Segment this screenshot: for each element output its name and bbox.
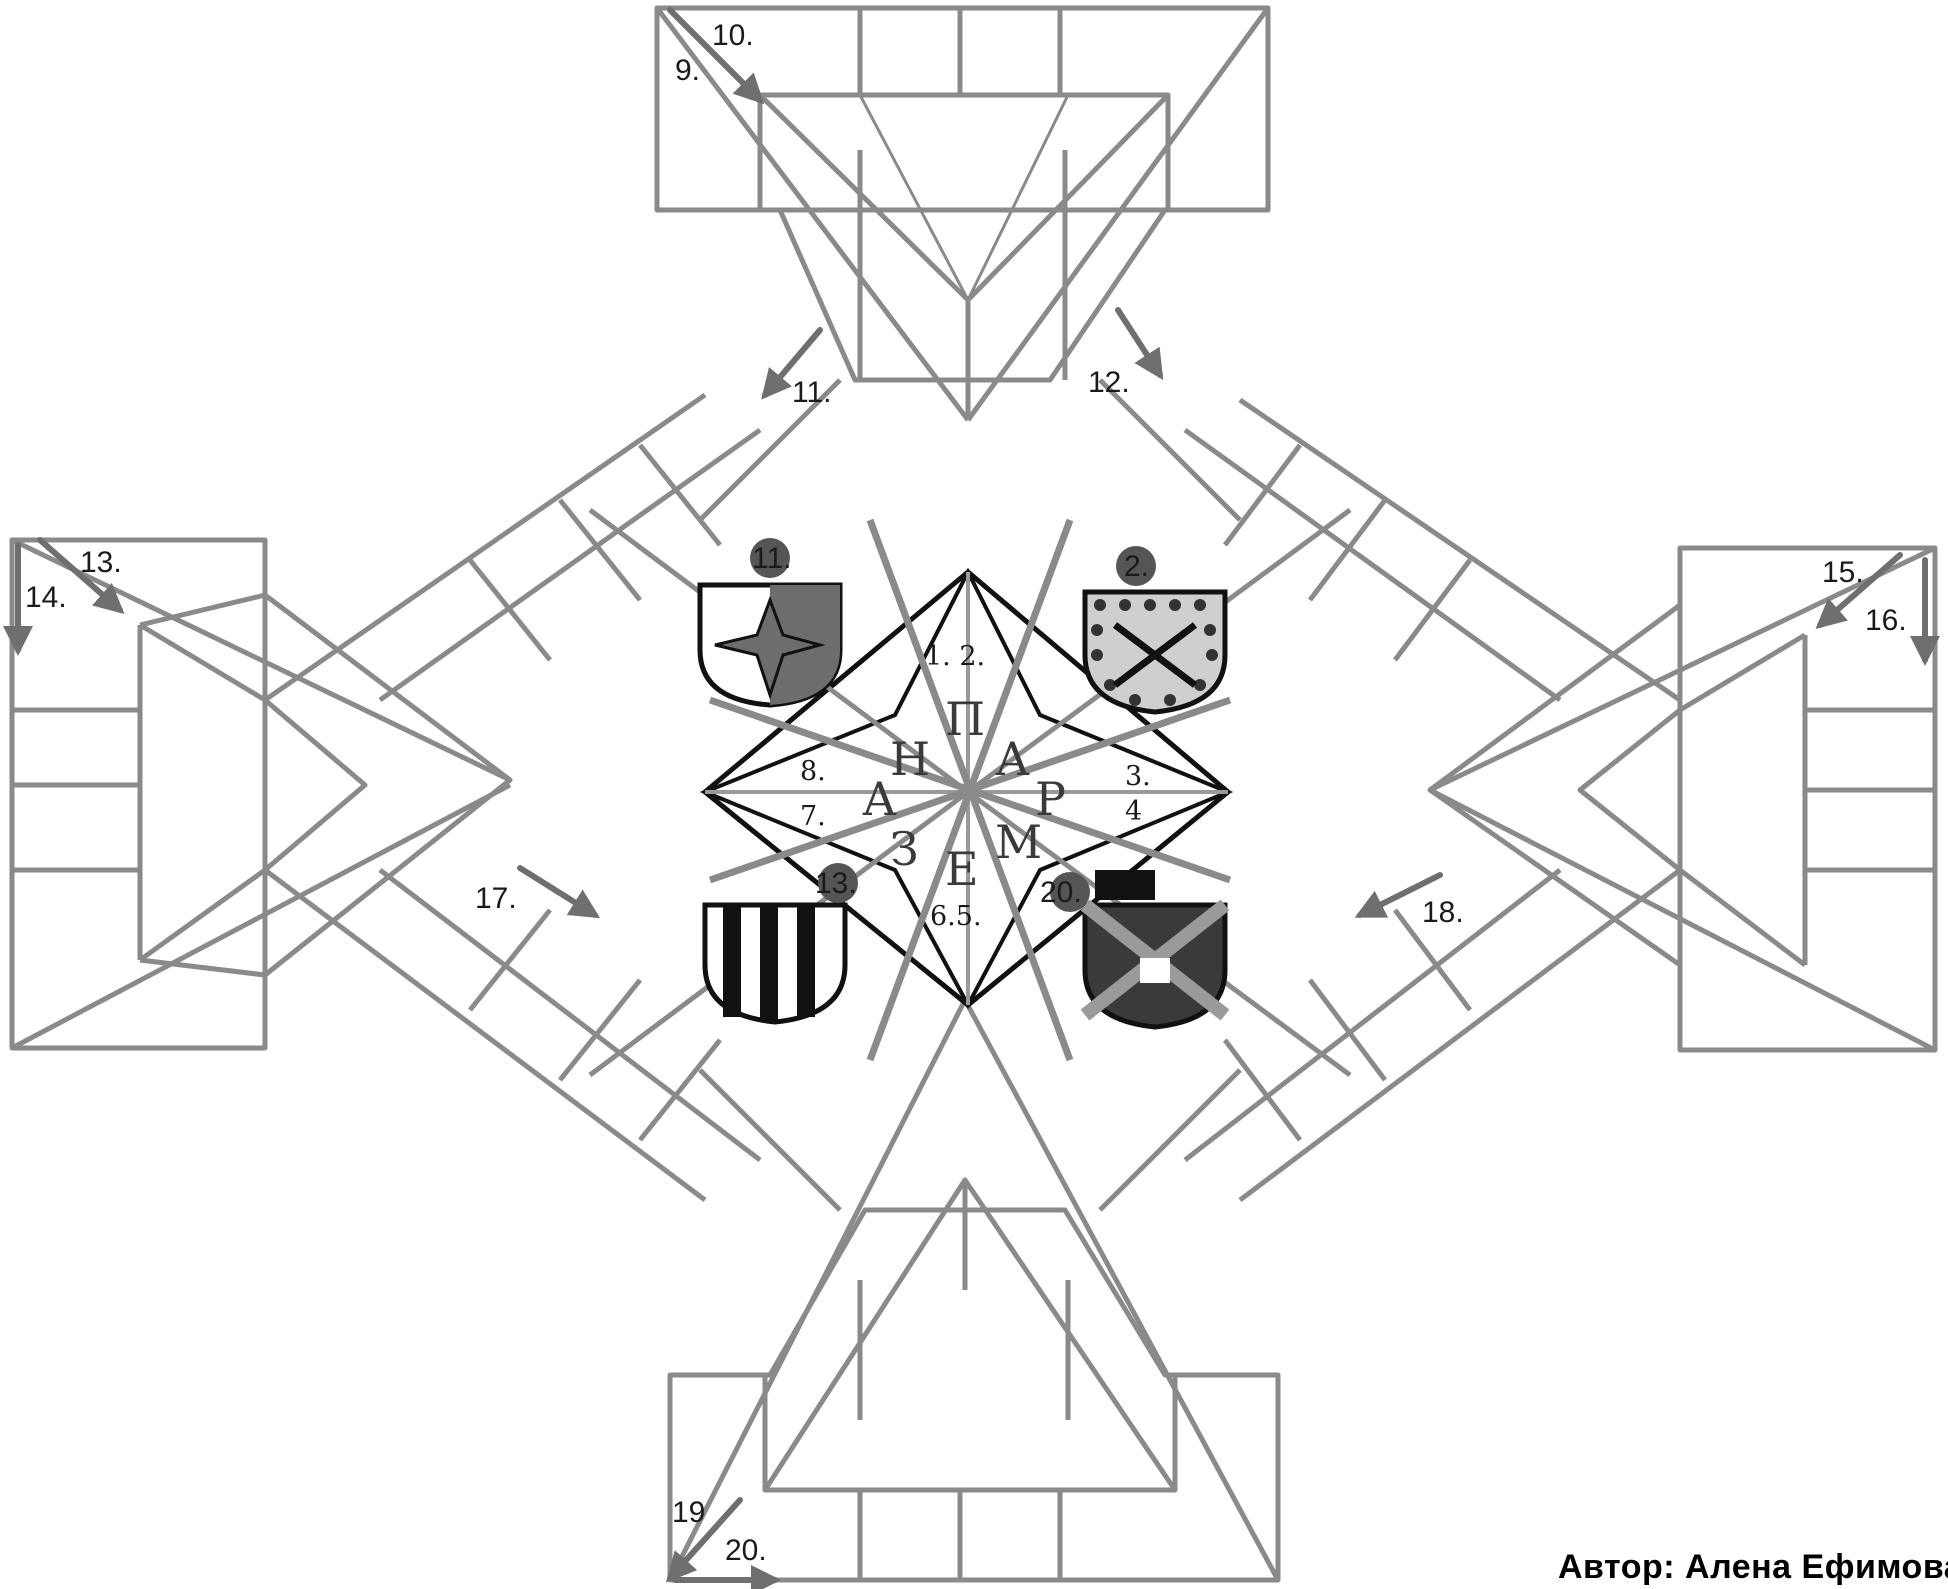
- badge-lower-right: 20.: [1040, 876, 1082, 909]
- badge-upper-left: 11.: [752, 542, 791, 575]
- badge-lower-left: 13.: [815, 867, 857, 900]
- right-arm: [1430, 548, 1935, 1050]
- author-credit: Автор: Алена Ефимова: [1558, 1548, 1948, 1587]
- shield-upper-right: [1085, 546, 1225, 712]
- top-arm: [657, 8, 1268, 420]
- label-top-outer: 10.: [712, 19, 754, 52]
- label-lower-right: 18.: [1422, 896, 1464, 929]
- center-label-right-upper: 3.: [1125, 761, 1151, 792]
- badge-upper-right: 2.: [1124, 550, 1149, 583]
- label-top-inner: 9.: [675, 54, 700, 87]
- bottom-arm: [670, 1000, 1278, 1580]
- label-upper-left: 11.: [792, 376, 831, 409]
- center-label-left-lower: 7.: [800, 801, 826, 832]
- arrow-17: [520, 868, 595, 915]
- center-label-bottom: 6.5.: [930, 901, 982, 932]
- letter-e: Е: [945, 842, 979, 896]
- label-right-outer: 15.: [1822, 556, 1864, 589]
- label-bottom-inner: 19: [672, 1496, 705, 1529]
- label-bottom-outer: 20.: [725, 1534, 767, 1567]
- letter-z: З: [890, 822, 919, 876]
- label-lower-left: 17.: [475, 882, 517, 915]
- center-label-right-lower: 4: [1125, 796, 1142, 827]
- center-label-left-upper: 8.: [800, 756, 826, 787]
- label-right-inner: 16.: [1865, 604, 1907, 637]
- letter-p: П: [945, 692, 985, 746]
- center-label-top: 1. 2.: [925, 641, 985, 672]
- label-left-inner: 14.: [25, 581, 67, 614]
- letter-a-top: А: [995, 732, 1030, 786]
- letter-n: Н: [890, 732, 930, 786]
- label-left-outer: 13.: [80, 546, 122, 579]
- letter-m: М: [995, 815, 1042, 869]
- left-arm: [12, 540, 510, 1048]
- label-upper-right: 12.: [1088, 366, 1130, 399]
